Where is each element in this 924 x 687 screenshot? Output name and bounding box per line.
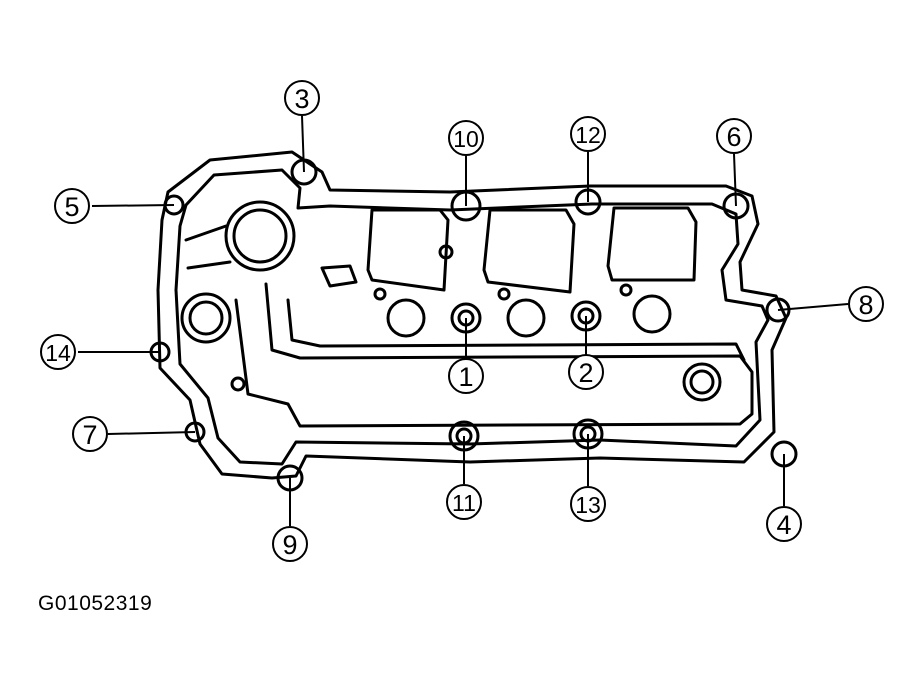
- callout-11: [446, 484, 482, 520]
- plug-hole-3: [632, 294, 672, 334]
- callout-label-2: 2: [578, 358, 593, 388]
- small-hole: [230, 376, 246, 392]
- cap-tab: [184, 224, 232, 270]
- callout-label-1: 1: [458, 362, 473, 392]
- leader-5: [91, 204, 175, 207]
- leader-7: [107, 431, 196, 435]
- small-hole: [373, 287, 387, 301]
- callout-3: [284, 80, 320, 116]
- plug-hole-2: [506, 298, 546, 338]
- callout-label-8: 8: [858, 290, 873, 320]
- right-plug: [682, 362, 722, 402]
- callout-label-9: 9: [282, 530, 297, 560]
- left-port-inner: [188, 300, 224, 336]
- leader-3: [301, 115, 305, 173]
- callout-6: [716, 118, 752, 154]
- callout-9: [272, 526, 308, 562]
- callout-1: [448, 358, 484, 394]
- cover-inner-outline: [174, 168, 770, 466]
- right-plug-inner: [689, 369, 715, 395]
- callout-13: [570, 486, 606, 522]
- small-hole: [619, 283, 633, 297]
- callout-label-13: 13: [575, 492, 601, 518]
- callout-label-5: 5: [64, 192, 79, 222]
- figure-code: G01052319: [38, 592, 153, 615]
- callout-label-12: 12: [575, 122, 601, 148]
- callout-12: [570, 116, 606, 152]
- callout-8: [848, 286, 884, 322]
- callout-label-6: 6: [726, 122, 741, 152]
- inner-rail-2: [286, 298, 746, 362]
- leader-8: [777, 303, 849, 311]
- callout-label-7: 7: [82, 420, 97, 450]
- small-hole: [438, 244, 454, 260]
- bracket: [320, 264, 358, 288]
- oil-filler-cap: [224, 200, 296, 272]
- callout-7: [72, 416, 108, 452]
- leader-6: [733, 153, 737, 207]
- window-1: [366, 208, 450, 292]
- callout-4: [766, 506, 802, 542]
- oil-filler-cap-inner: [232, 208, 288, 264]
- callout-label-10: 10: [453, 126, 479, 152]
- plug-hole-1: [386, 298, 426, 338]
- callout-2: [568, 354, 604, 390]
- left-port: [180, 292, 232, 344]
- window-3: [606, 206, 698, 282]
- callout-label-4: 4: [776, 510, 791, 540]
- callout-5: [54, 188, 90, 224]
- cover-outer-outline: [156, 150, 788, 480]
- callout-10: [448, 120, 484, 156]
- small-hole: [497, 287, 511, 301]
- callout-label-3: 3: [294, 84, 309, 114]
- callout-label-11: 11: [452, 490, 476, 516]
- callout-14: [40, 334, 76, 370]
- callout-label-14: 14: [45, 340, 71, 366]
- window-2: [482, 208, 576, 294]
- inner-rail: [234, 282, 754, 428]
